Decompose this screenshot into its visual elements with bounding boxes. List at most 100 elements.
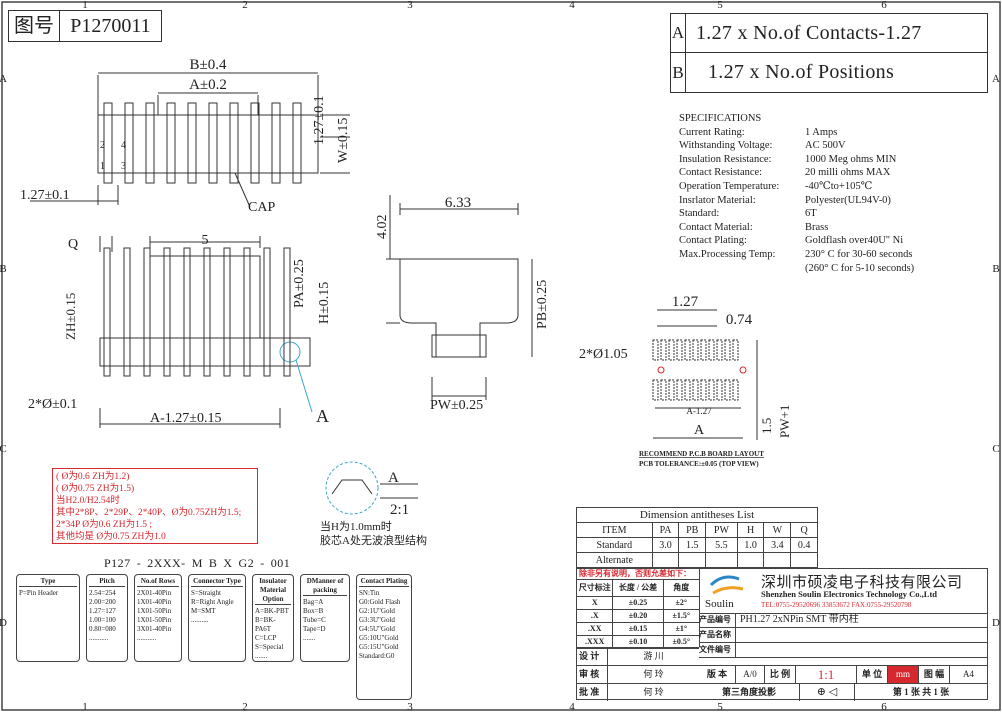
product-rows: 产品编号 PH1.27 2xNPin SMT 带内柱 产品名称 文件编号 <box>699 613 987 658</box>
pcb-layout-drawing: 1.27 0.74 2*Ø1.05 A-1.27 A RECOMMEND P.C… <box>579 294 790 468</box>
side-pw: PW±0.25 <box>430 398 483 410</box>
company-logo: Soulin <box>705 575 744 610</box>
pcb-pad <box>700 339 707 361</box>
code-box-line: 2.54=254 <box>89 589 116 597</box>
code-box-line: 0.80=080 <box>89 625 116 633</box>
pin-outline <box>283 247 291 377</box>
pcb-pitch: 1.27 <box>672 294 699 310</box>
dimension-table-cell: 3.0 <box>651 537 680 553</box>
company-name-cn: 深圳市硕凌电子科技有限公司 <box>761 575 963 591</box>
callout-a: A <box>316 406 329 426</box>
tolerance-header-cell: 尺寸标注 <box>577 580 614 596</box>
pcb-pad <box>652 339 659 361</box>
pcb-a: A <box>694 423 705 438</box>
code-box-line: R=Right Angle <box>191 598 234 606</box>
scale: 1:1 <box>796 666 857 683</box>
tolerance-cell: ±2° <box>675 598 688 607</box>
dim-b: B±0.4 <box>190 57 227 73</box>
tolerance-cell: ±1° <box>675 624 688 633</box>
code-box-line: S=Special <box>255 643 284 651</box>
part-code-segment: 2XXX- <box>147 556 186 570</box>
notes-box: ( Ø为0.6 ZH为1.2)( Ø为0.75 ZH为1.5)当H2.0/H2.… <box>52 468 258 544</box>
dimension-table-header: W <box>763 522 792 538</box>
code-box-line: A=BK-PBT <box>255 607 289 615</box>
pcb-pad <box>652 379 659 401</box>
projection-icon: ⊕ ◁ <box>800 684 855 701</box>
formula-expression: 1.27 x No.of Contacts-1.27 <box>696 22 922 44</box>
spec-value: (260° C for 5-10 seconds) <box>805 262 915 274</box>
detail-note-line: 胶芯A处无波浪型结构 <box>320 535 427 547</box>
tolerance-cell: ±0.20 <box>613 610 664 622</box>
spec-label: Max.Processing Temp: <box>679 248 776 260</box>
code-box-line: ....... <box>303 634 316 642</box>
spec-label: Current Rating: <box>679 126 745 138</box>
code-box-line: Standard:G0 <box>359 652 395 660</box>
grid-row-label: C <box>992 443 999 455</box>
product-no-label: 产品编号 <box>699 613 736 627</box>
note-line: ( Ø为0.6 ZH为1.2) <box>56 472 130 482</box>
approve-label: 批 准 <box>577 684 608 701</box>
signoff-rows: 设 计 游 川 审 核 何 玲 批 准 何 玲 <box>577 647 699 701</box>
design-by: 游 川 <box>643 651 664 661</box>
code-box-line: G5:15U"Gold <box>359 643 399 651</box>
pcb-holes: 2*Ø1.05 <box>579 347 628 362</box>
formula-letter: A <box>671 14 686 52</box>
dimension-table-header: PB <box>678 522 707 538</box>
formula-letter: B <box>671 53 686 92</box>
grid-column-label: 6 <box>881 701 887 712</box>
version: A/0 <box>736 666 765 683</box>
spec-value: -40℃to+105℃ <box>805 180 873 192</box>
spec-row: Max.Processing Temp: 230° C for 30-60 sec… <box>679 248 914 262</box>
spec-row: (260° C for 5-10 seconds) <box>679 262 914 276</box>
spec-row: Contact Resistance:20 milli ohms MAX <box>679 166 914 180</box>
pin-outline <box>250 102 260 184</box>
code-box-line: Tape=D <box>303 625 326 633</box>
grid-row-label: A <box>0 73 7 85</box>
dim-five: 5 <box>202 233 209 248</box>
pcb-pad <box>716 339 723 361</box>
grid-column-label: 2 <box>242 0 248 11</box>
pcb-pad <box>660 339 667 361</box>
dimension-table-cell <box>763 552 792 568</box>
pcb-pad <box>716 379 723 401</box>
side-view-drawing: 6.33 PW±0.25 4.02 PB±0.25 <box>375 195 550 410</box>
dim-pitch: 1.27±0.1 <box>20 188 70 203</box>
pin-outline <box>223 247 231 377</box>
code-box-line: 1.27=127 <box>89 607 116 615</box>
spec-value: 6T <box>805 208 817 220</box>
tolerance-cell: ±0.5° <box>672 637 691 646</box>
detail-scale: 2:1 <box>390 502 409 518</box>
part-code-segment: G2 <box>238 556 255 570</box>
grid-column-label: 4 <box>569 0 575 11</box>
spec-value: Goldflash over40U" Ni <box>805 235 904 247</box>
note-line: 其他均是 Ø为0.75 ZH为1.0 <box>56 532 166 542</box>
grid-column-label: 2 <box>242 701 248 712</box>
spec-row: Withstanding Voltage:AC 500V <box>679 139 914 153</box>
spec-value: 230° C for 30-60 seconds <box>805 248 913 260</box>
code-box-line: G2:1U"Gold <box>359 607 395 615</box>
tolerance-cell: X <box>577 597 614 609</box>
spec-row: Current Rating:1 Amps <box>679 126 914 140</box>
pcb-tolerance: PCB TOLERANCE:±0.05 (TOP VIEW) <box>639 460 759 468</box>
spec-row: Insrlator Material:Polyester(UL94V-0) <box>679 194 914 208</box>
pcb-h: 1.5 <box>759 418 774 434</box>
tolerance-cell: ±0.15 <box>613 623 664 635</box>
pcb-pad: 0.74 <box>726 312 753 328</box>
grid-row-label: D <box>0 617 7 629</box>
spec-label: Withstanding Voltage: <box>679 140 773 152</box>
meta-rows: 版 本 A/0 比 例 1:1 单 位 mm 图 幅 A4 第三角度投影 ⊕ ◁… <box>699 665 987 701</box>
pin-outline <box>123 247 131 377</box>
pin-outline <box>263 247 271 377</box>
unit: mm <box>888 666 919 683</box>
pcb-pad <box>684 339 691 361</box>
tolerance-header: 除非另有说明，否则允差如下： <box>577 569 699 580</box>
dimension-table-cell: Alternate <box>576 552 653 568</box>
dimension-table-cell: 1.0 <box>736 537 765 553</box>
code-box-line: .......... <box>191 616 209 624</box>
format: A4 <box>963 669 974 679</box>
pin-outline <box>143 247 151 377</box>
code-box-title: Type <box>19 577 77 587</box>
